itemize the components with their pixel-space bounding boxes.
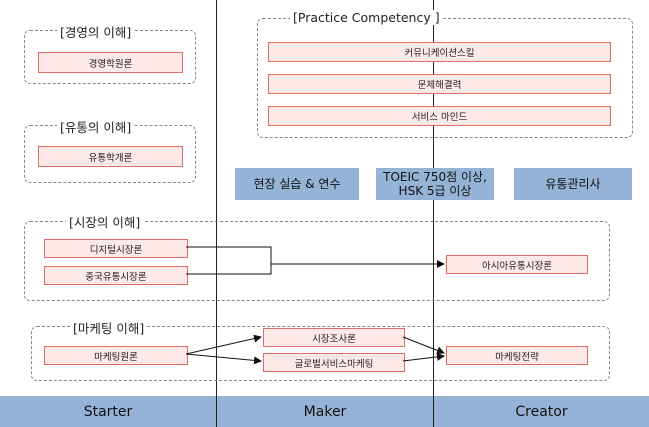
management-title: [경영의 이해] xyxy=(57,22,135,41)
stage-maker: Maker xyxy=(303,403,347,420)
stage-starter: Starter xyxy=(83,403,133,420)
language-requirement-box: TOEIC 750점 이상, HSK 5급 이상 xyxy=(376,168,494,200)
node-market-research: 시장조사론 xyxy=(263,328,405,347)
arrow-research-to-strategy xyxy=(402,336,445,355)
practice-competency-title: [Practice Competency ] xyxy=(290,10,443,25)
stage-divider-2 xyxy=(433,396,434,427)
arrow-principles-to-research xyxy=(185,334,262,355)
certification-box: 유통관리사 xyxy=(514,168,632,200)
arrow-china-to-asia xyxy=(186,264,272,275)
node-communication-skill: 커뮤니케이션스킬 xyxy=(268,42,611,62)
node-china-distribution-market: 중국유통시장론 xyxy=(44,266,188,285)
node-service-mind: 서비스 마인드 xyxy=(268,106,611,126)
node-asia-distribution-market: 아시아유통시장론 xyxy=(446,255,588,274)
node-business-principles: 경영학원론 xyxy=(38,52,183,73)
practice-competency-group xyxy=(257,18,633,138)
node-problem-solving: 문제해결력 xyxy=(268,74,611,94)
stage-divider-1 xyxy=(216,396,217,427)
distribution-title: [유통의 이해] xyxy=(57,117,135,136)
market-title: [시장의 이해] xyxy=(66,212,144,231)
arrow-principles-to-global xyxy=(185,353,262,365)
node-global-service-marketing: 글로벌서비스마케팅 xyxy=(263,353,405,372)
market-group xyxy=(24,221,610,301)
divider-starter-maker xyxy=(216,0,217,396)
field-practice-box: 현장 실습 & 연수 xyxy=(235,168,359,200)
marketing-group xyxy=(31,326,610,381)
arrow-digital-to-asia xyxy=(186,246,445,268)
stage-band xyxy=(0,396,649,427)
node-marketing-strategy: 마케팅전략 xyxy=(446,346,588,365)
marketing-title: [마케팅 이해] xyxy=(70,318,148,337)
node-marketing-principles: 마케팅원론 xyxy=(44,346,188,365)
node-distribution-intro: 유통학개론 xyxy=(38,146,183,167)
arrow-global-to-strategy xyxy=(402,352,445,362)
stage-creator: Creator xyxy=(515,403,568,420)
node-digital-market: 디지털시장론 xyxy=(44,239,188,258)
